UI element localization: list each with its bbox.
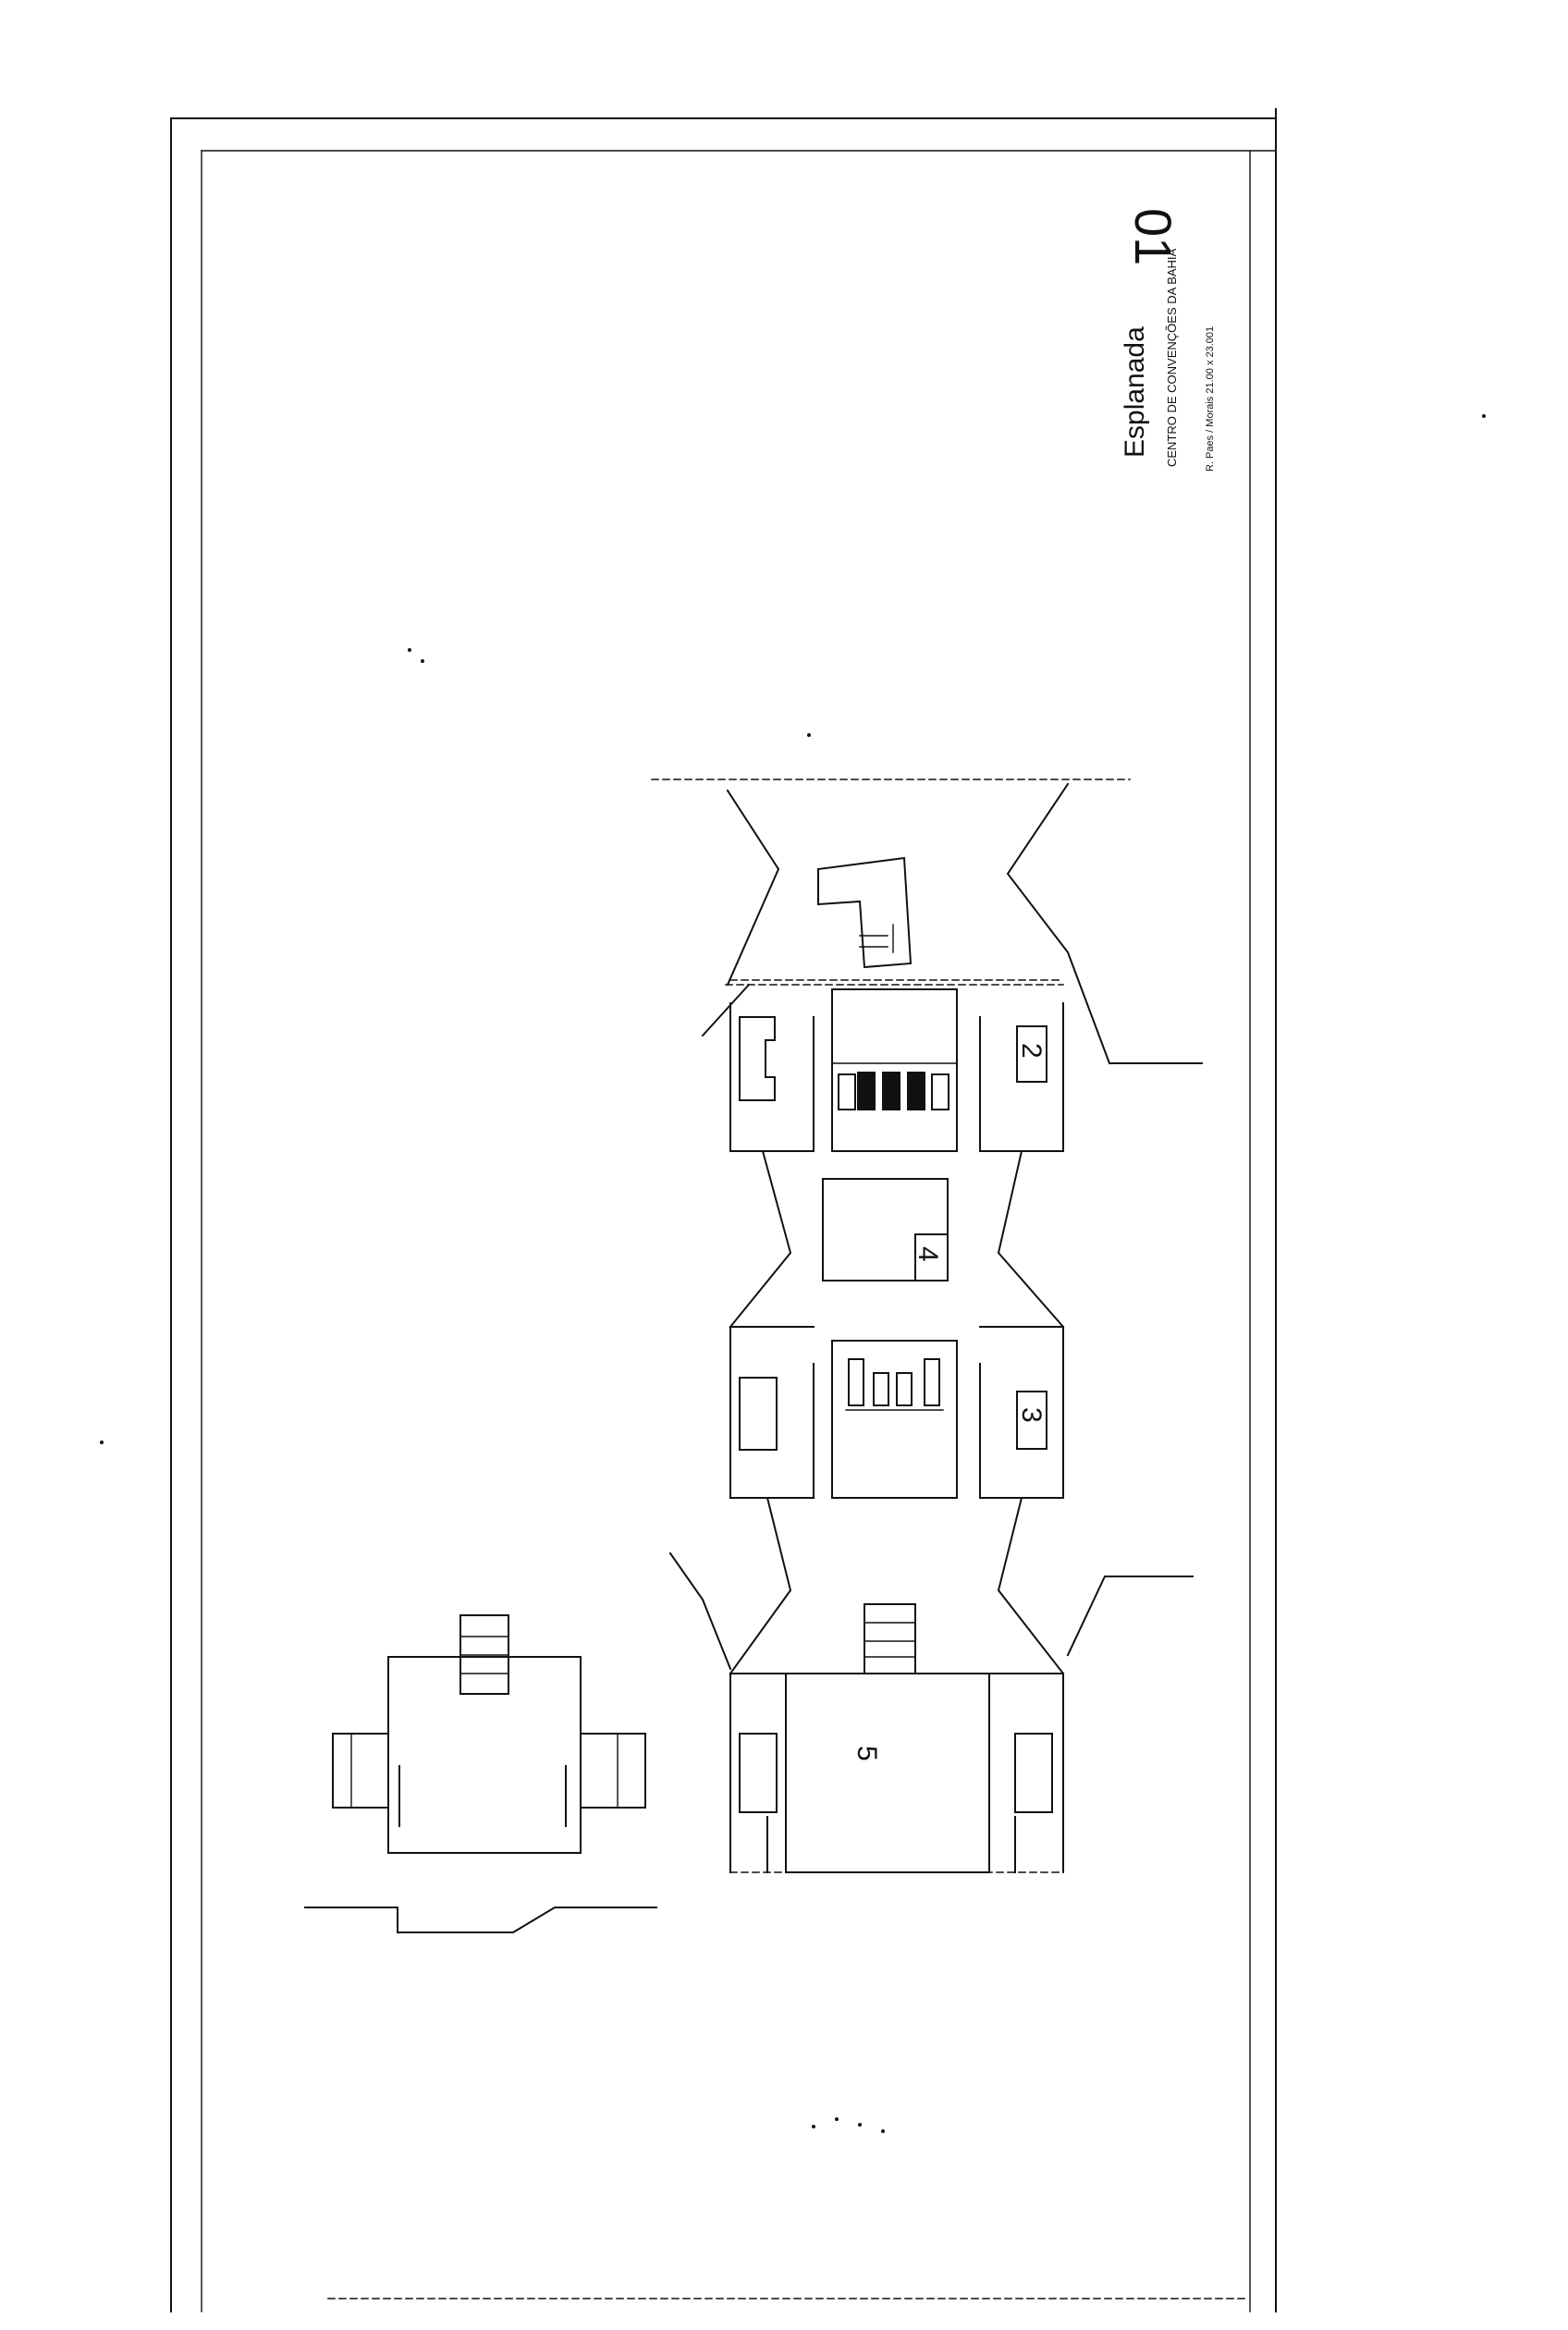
room-5-hall xyxy=(785,1673,990,1873)
speck xyxy=(858,2123,862,2127)
module-f: 5 xyxy=(729,1673,1064,1873)
speck xyxy=(812,2125,815,2128)
module-e-left-wedge xyxy=(729,1497,792,1675)
room-4-hall xyxy=(822,1178,949,1282)
secondary-ground-line xyxy=(304,1907,657,1933)
speck xyxy=(881,2129,885,2133)
module-b-core xyxy=(831,988,958,1152)
module-e xyxy=(668,1497,1194,1675)
ramp-1 xyxy=(817,856,913,969)
module-d-left-niche xyxy=(739,1377,778,1451)
lift-9 xyxy=(924,1358,940,1406)
sheet-subtitle: CENTRO DE CONVENÇÕES DA BAHIA xyxy=(1165,248,1179,467)
speck xyxy=(408,648,411,652)
room-5-label: 5 xyxy=(851,1746,882,1761)
lift-5 xyxy=(838,1073,856,1110)
module-e-left-stub xyxy=(668,1551,732,1671)
speck xyxy=(100,1441,104,1444)
module-c-right-wedge xyxy=(997,1150,1065,1329)
sheet-scale-note: R. Paes / Morais 21.00 x 23.001 xyxy=(1205,326,1216,472)
module-e-right-stub xyxy=(1066,1576,1194,1657)
secondary-hall xyxy=(387,1656,582,1854)
speck xyxy=(421,659,424,663)
sheet-title: Esplanada xyxy=(1120,326,1150,458)
scan-specks xyxy=(100,414,1486,2133)
lift-8 xyxy=(896,1372,913,1406)
main-plan: 2 4 3 xyxy=(651,779,1203,1873)
room-3-label: 3 xyxy=(1016,1407,1047,1423)
secondary-left-wing xyxy=(332,1733,389,1809)
module-a-left-wedge xyxy=(726,789,780,987)
room-4-label: 4 xyxy=(913,1246,943,1262)
lift-4 xyxy=(931,1073,949,1110)
secondary-right-wing xyxy=(580,1733,646,1809)
drawing-frame xyxy=(170,108,1277,2312)
secondary-plan xyxy=(304,1614,657,1933)
lift-6 xyxy=(848,1358,864,1406)
lift-1 xyxy=(857,1072,876,1110)
secondary-left-wing-inner xyxy=(350,1733,389,1809)
module-f-right-niche xyxy=(1014,1733,1053,1813)
lift-3 xyxy=(907,1072,925,1110)
room-3-box xyxy=(1016,1391,1047,1450)
module-a-diag-left xyxy=(701,983,751,1037)
module-e-right-wedge xyxy=(997,1497,1065,1675)
sheet-number: 01 xyxy=(1124,208,1182,265)
speck xyxy=(835,2117,839,2121)
room-4-box xyxy=(914,1233,949,1282)
room-2-label: 2 xyxy=(1016,1043,1047,1059)
module-a-right-wedge xyxy=(1006,782,1111,1065)
module-b-left-niche xyxy=(739,1016,776,1101)
title-block: 01 Esplanada CENTRO DE CONVENÇÕES DA BAH… xyxy=(1120,208,1216,472)
speck xyxy=(1482,414,1486,418)
stair-5 xyxy=(864,1603,916,1674)
lift-7 xyxy=(873,1372,889,1406)
module-d: 3 xyxy=(729,1326,1064,1499)
secondary-right-wing-inner xyxy=(580,1733,619,1809)
module-d-core xyxy=(831,1340,958,1499)
speck xyxy=(807,733,811,737)
module-f-left-niche xyxy=(739,1733,778,1813)
module-c: 4 xyxy=(729,1150,1065,1329)
module-b: 2 xyxy=(729,988,1203,1152)
room-2-box xyxy=(1016,1025,1047,1083)
lift-2 xyxy=(882,1072,900,1110)
module-c-left-wedge xyxy=(729,1150,792,1329)
